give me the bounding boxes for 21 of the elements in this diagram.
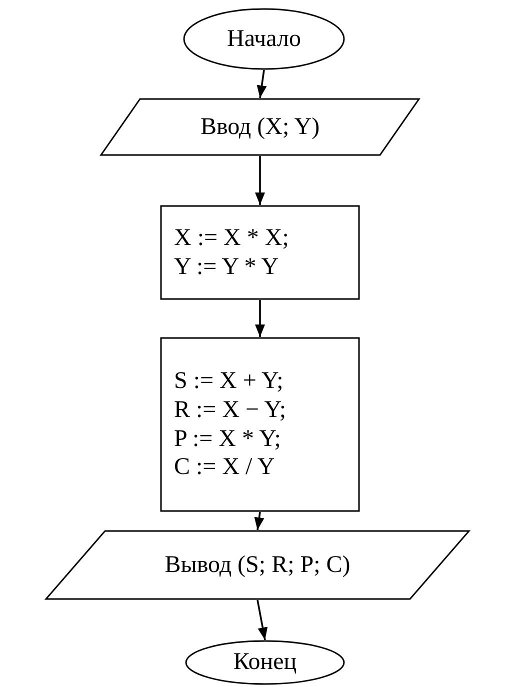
- arrow: [254, 512, 264, 530]
- terminal-oval: [185, 640, 345, 685]
- node-label: R := X − Y;: [174, 396, 286, 424]
- node-label: Y := Y * Y: [174, 252, 279, 282]
- arrow: [256, 70, 267, 98]
- arrow: [254, 156, 266, 205]
- node-label: X := X * X;: [174, 224, 289, 252]
- process-box: [160, 205, 360, 300]
- arrow: [256, 600, 268, 640]
- terminal-oval: [183, 8, 345, 70]
- node-label: Начало: [227, 24, 301, 54]
- input-output-parallelogram: [45, 530, 470, 600]
- node-label: S := X + Y;: [174, 366, 284, 396]
- process-box: [160, 337, 360, 512]
- node-label: Ввод (X; Y): [200, 112, 320, 142]
- arrow: [254, 300, 266, 337]
- node-label: P := X * Y;: [174, 424, 281, 454]
- input-output-parallelogram: [100, 98, 420, 156]
- node-label: C := X / Y: [174, 453, 275, 482]
- node-label: Вывод (S; R; P; C): [164, 550, 350, 580]
- node-label: Конец: [233, 648, 297, 677]
